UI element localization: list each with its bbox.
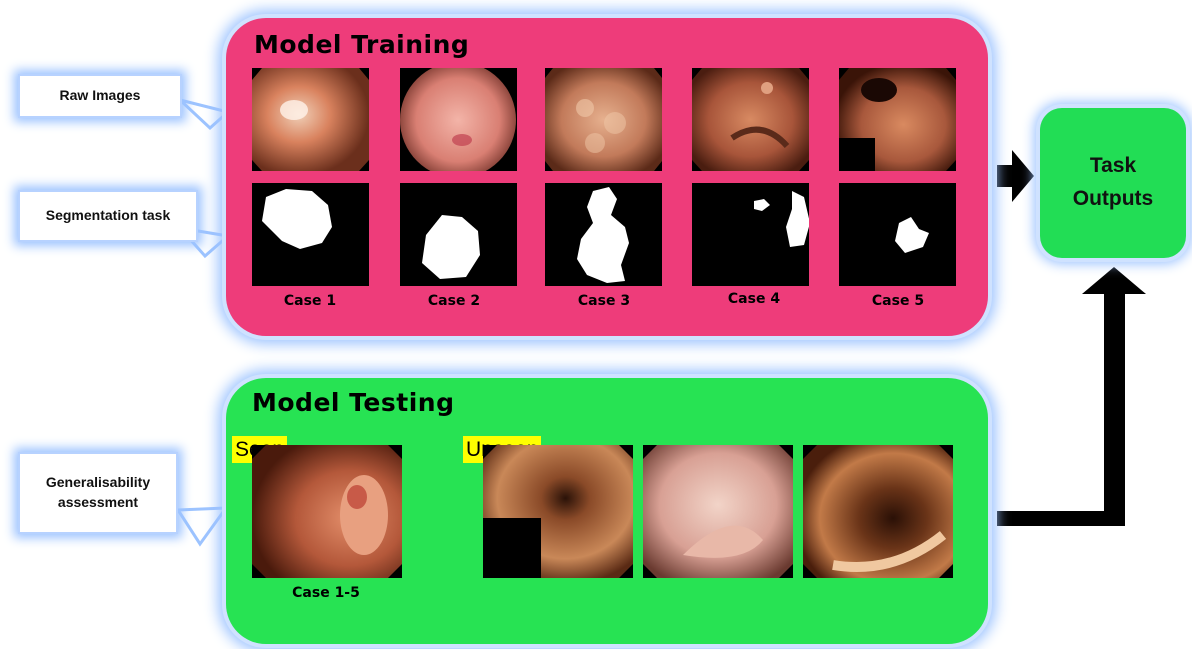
unseen-test-image-1 <box>483 445 633 578</box>
raw-images-callout: Raw Images <box>18 74 182 118</box>
seen-case-label: Case 1-5 <box>266 585 386 601</box>
testing-title: Model Testing <box>252 388 454 417</box>
arrow-right-icon <box>997 150 1034 202</box>
arrow-up-icon <box>997 267 1146 526</box>
task-outputs-box: Task Outputs <box>1040 108 1186 258</box>
task-outputs-label: Task Outputs <box>1063 150 1163 215</box>
generalisability-pointer <box>178 508 226 544</box>
raw-images-pointer <box>180 100 228 128</box>
raw-image-case-4 <box>692 68 809 171</box>
mask-case-1 <box>252 183 369 286</box>
raw-image-case-2 <box>400 68 517 171</box>
unseen-test-image-2 <box>643 445 793 578</box>
training-title: Model Training <box>254 30 469 59</box>
mask-case-3 <box>545 183 662 286</box>
unseen-test-image-3 <box>803 445 953 578</box>
case-2-label: Case 2 <box>394 293 514 309</box>
generalisability-callout: Generalisability assessment <box>18 452 178 534</box>
mask-case-2 <box>400 183 517 286</box>
generalisability-label: Generalisability assessment <box>38 473 158 512</box>
case-4-label: Case 4 <box>694 291 814 307</box>
mask-case-4 <box>692 183 809 286</box>
mask-case-5 <box>839 183 956 286</box>
case-1-label: Case 1 <box>250 293 370 309</box>
raw-image-case-3 <box>545 68 662 171</box>
segmentation-task-callout: Segmentation task <box>18 190 198 242</box>
raw-image-case-5 <box>839 68 956 171</box>
training-panel: Model Training <box>226 18 988 336</box>
raw-images-label: Raw Images <box>60 86 141 106</box>
segmentation-task-label: Segmentation task <box>46 206 170 226</box>
case-5-label: Case 5 <box>838 293 958 309</box>
seen-test-image <box>252 445 402 578</box>
case-3-label: Case 3 <box>544 293 664 309</box>
raw-image-case-1 <box>252 68 369 171</box>
